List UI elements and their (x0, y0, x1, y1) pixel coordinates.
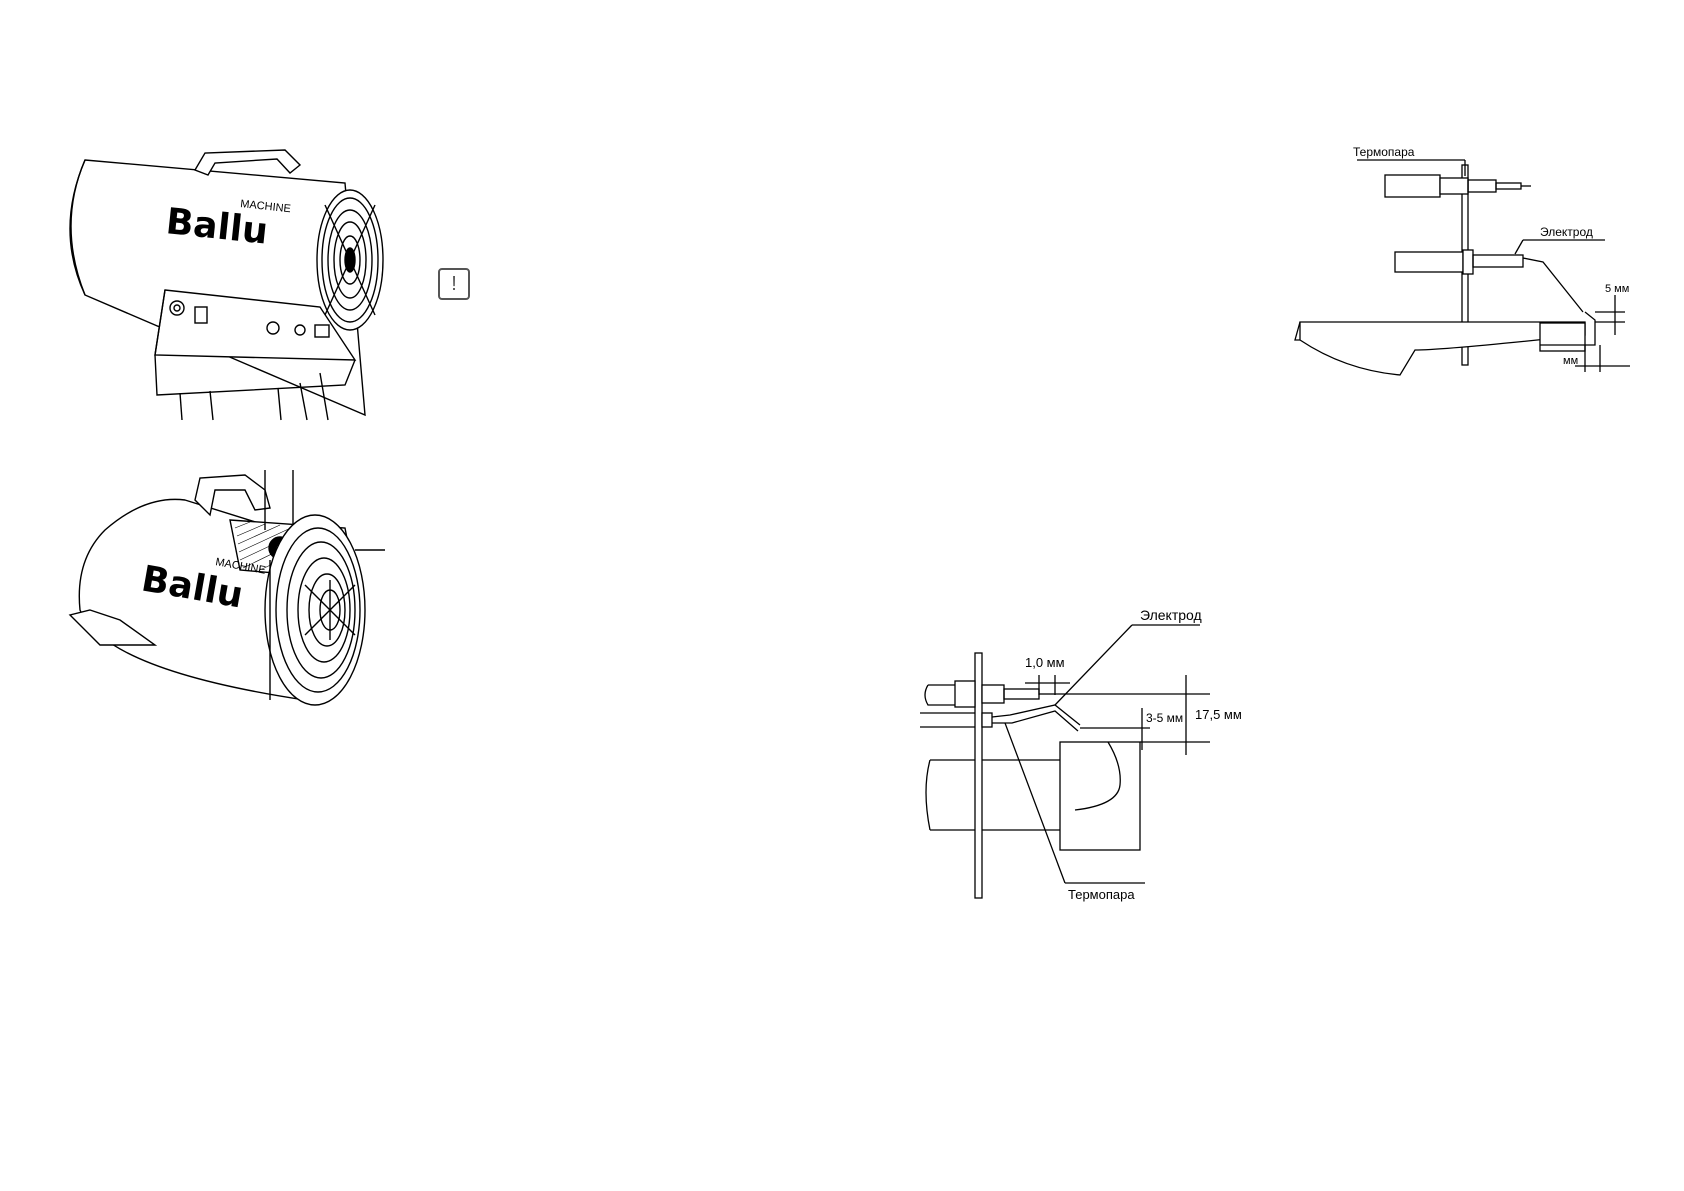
burner-bottom-thermocouple-label: Термопара (1068, 887, 1135, 902)
heater-front-subbrand: MACHINE (240, 198, 292, 215)
burner-bottom-gap-1: 1,0 мм (1025, 655, 1065, 670)
burner-bottom-gap-35: 3-5 мм (1146, 711, 1183, 725)
burner-top-gap-5: 5 мм (1605, 283, 1629, 295)
heater-front-figure: Ballu MACHINE (69, 149, 384, 421)
burner-top-thermocouple-label: Термопара (1353, 145, 1415, 159)
burner-top-electrode-label: Электрод (1540, 225, 1593, 239)
burner-bottom-figure: Электрод 1,0 мм 3-5 мм 17,5 мм Термопара (920, 607, 1242, 902)
burner-top-gap-mm: мм (1563, 355, 1578, 367)
burner-bottom-electrode-label: Электрод (1140, 607, 1202, 623)
warning-icon: ! (438, 268, 470, 300)
burner-top-figure: Термопара Электрод 5 мм мм (1294, 145, 1630, 376)
warning-icon-glyph: ! (451, 273, 457, 295)
heater-rear-figure: Ballu MACHINE (68, 470, 385, 706)
burner-bottom-gap-175: 17,5 мм (1195, 707, 1242, 722)
